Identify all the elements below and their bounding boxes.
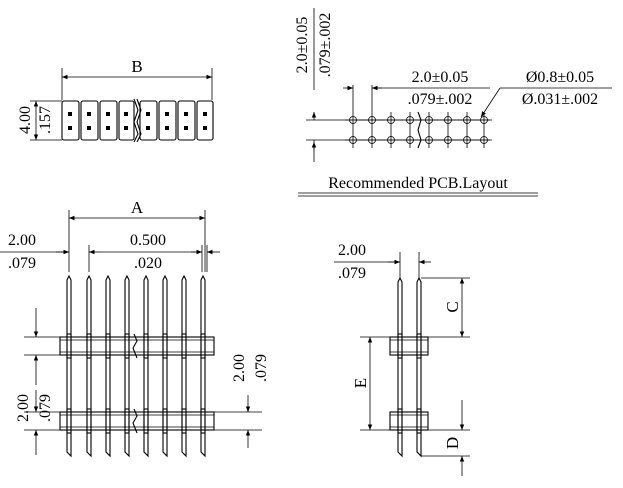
top-housing [61,98,214,143]
side-lower-housing [389,408,429,434]
dim-b-label: B [131,57,142,76]
pcb-caption: Recommended PCB.Layout [328,175,508,192]
front-pin-mm: 0.500 [130,232,166,249]
front-housing-in: .079 [37,394,54,422]
pcb-hole-mm: Ø0.8±0.05 [526,69,594,86]
front-pins [66,274,206,458]
side-pitch-mm: 2.00 [338,242,366,259]
pcb-pitch-h-mm: 2.0±0.05 [412,69,469,86]
pcb-pitch-v-mm: 2.0±0.05 [294,17,311,74]
dim-d-label: D [443,437,462,449]
height-mm: 4.00 [17,106,34,134]
height-in: .157 [37,106,54,134]
front-lower-housing [59,408,215,434]
front-pitch-in: .079 [8,255,36,272]
side-view: 2.00 .079 C E [334,242,470,476]
pcb-holes [345,111,492,149]
pcb-hole-in: Ø.031±.002 [522,91,598,108]
front-pin-in: .020 [134,255,162,272]
dim-c-label: C [443,301,462,312]
top-view: B 4.00 .157 [17,57,214,143]
side-upper-housing [389,333,429,359]
front-upper-housing [59,333,215,359]
front-housing-mm: 2.00 [15,394,32,422]
dim-a-label: A [131,198,144,217]
front-pitch-mm: 2.00 [8,232,36,249]
pcb-pitch-v-in: .079±.002 [317,13,334,78]
dim-e-label: E [351,378,370,388]
pcb-layout: 2.0±0.05 .079±.002 2.0±0.05 .079±.002 Ø0… [294,8,612,197]
front-row-gap-mm: 2.00 [231,354,248,382]
front-row-gap-in: .079 [253,354,270,382]
front-view: A 2.00 .079 0.500 .020 [0,198,270,458]
side-pitch-in: .079 [338,265,366,282]
pcb-pitch-h-in: .079±.002 [408,91,473,108]
